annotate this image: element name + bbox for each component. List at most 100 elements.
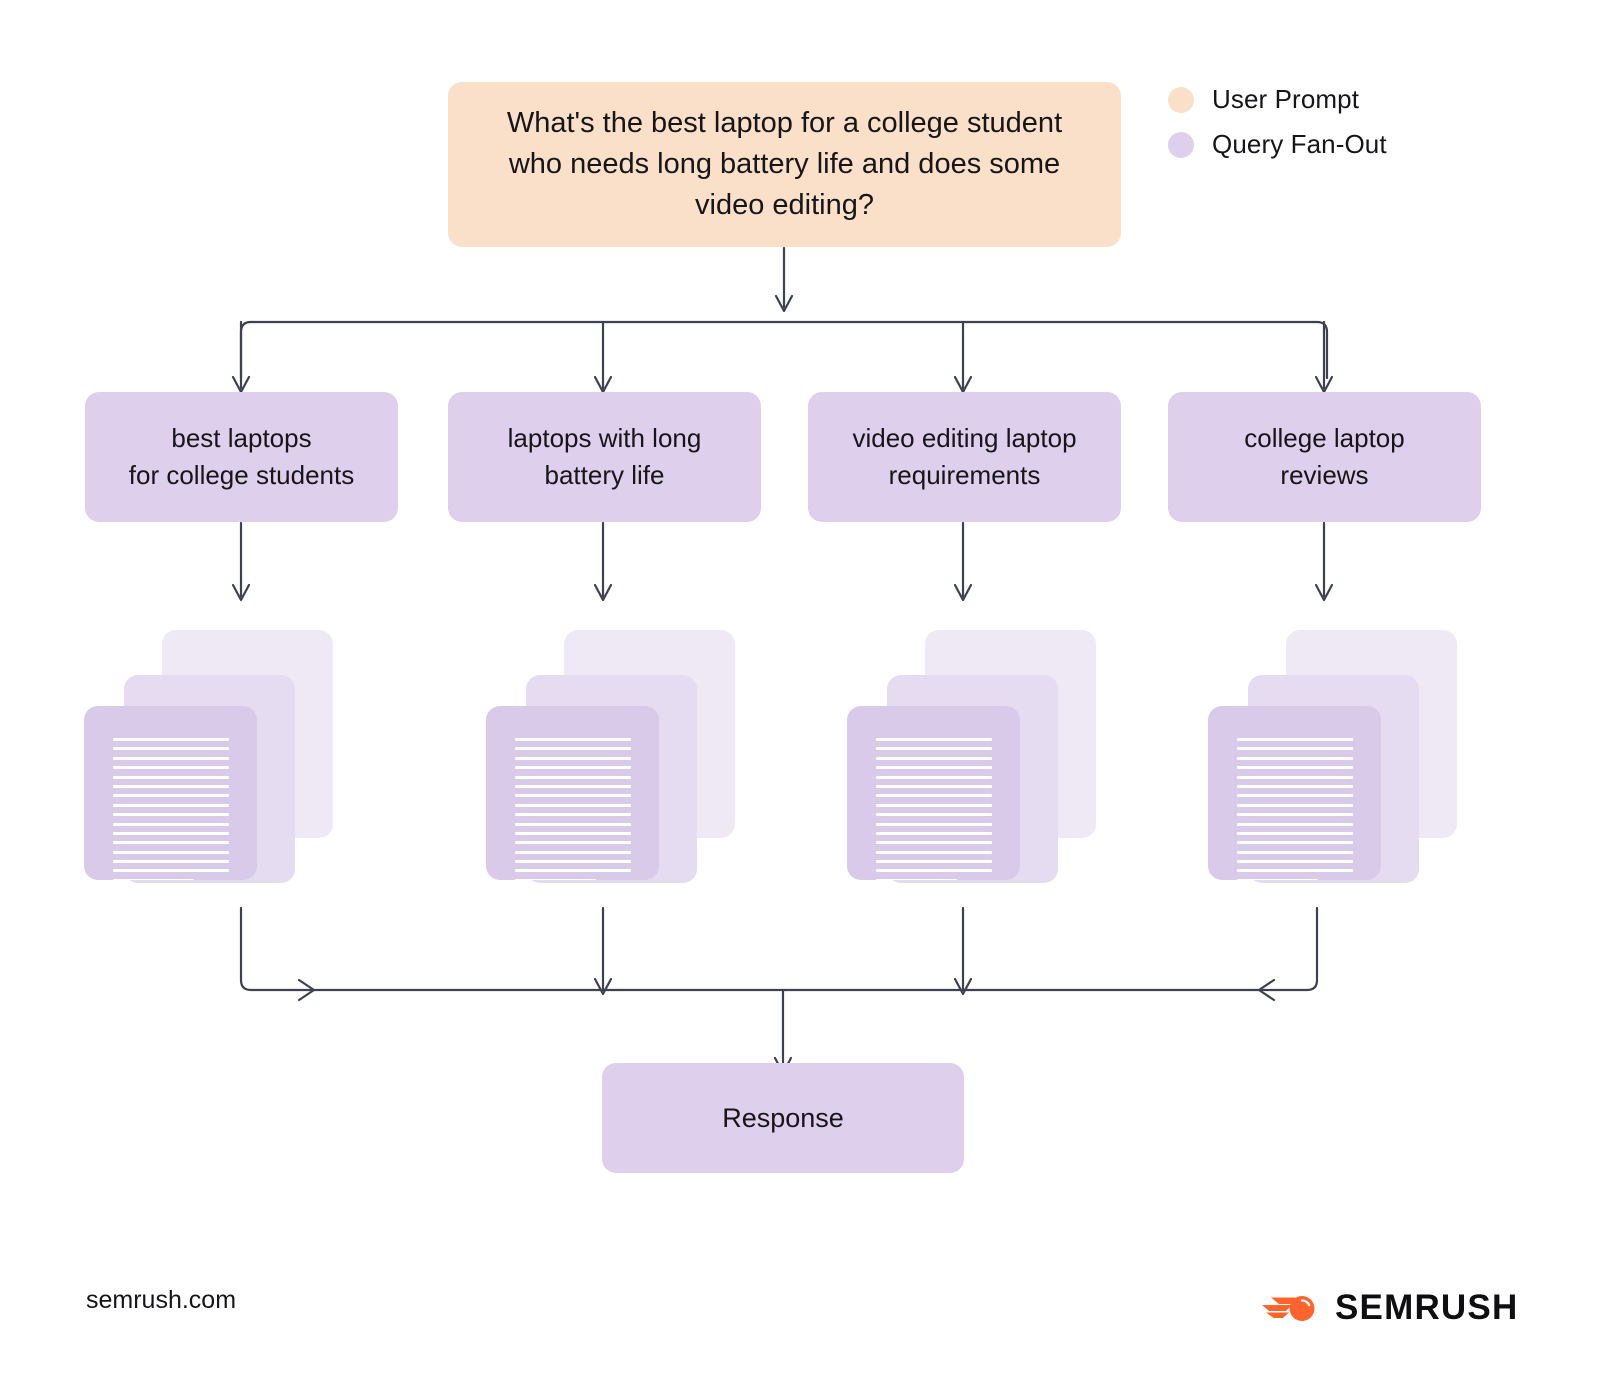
- document-text-line: [113, 784, 229, 788]
- query-node-label: video editing laptop requirements: [852, 423, 1077, 490]
- user-prompt-text: What's the best laptop for a college stu…: [506, 106, 1063, 222]
- document-text-line: [876, 766, 992, 770]
- document-card-front: [486, 706, 659, 880]
- document-stack-2: [845, 630, 1101, 886]
- arrowhead-query-1-to-docs: [593, 583, 613, 602]
- legend: User Prompt Query Fan-Out: [1168, 84, 1387, 160]
- legend-dot-icon: [1168, 131, 1194, 158]
- arrowhead-query-2-to-docs: [953, 583, 973, 602]
- fanout-bus: [239, 320, 1329, 380]
- document-text-line: [1237, 747, 1353, 751]
- document-text-line: [515, 766, 631, 770]
- document-text-line: [1237, 831, 1353, 835]
- document-text-line: [113, 775, 229, 779]
- document-text-line: [876, 803, 992, 807]
- legend-label: User Prompt: [1212, 84, 1360, 114]
- document-text-line: [876, 869, 992, 873]
- document-text-line: [113, 831, 229, 835]
- query-node-label: college laptop reviews: [1244, 423, 1405, 490]
- legend-item-user-prompt: User Prompt: [1168, 84, 1387, 115]
- document-text-line: [515, 747, 631, 751]
- document-text-line: [515, 860, 631, 864]
- arrowhead-merge-left: [297, 978, 316, 1002]
- document-text-line: [876, 841, 992, 845]
- document-text-line: [876, 813, 992, 817]
- document-text-line: [876, 878, 958, 880]
- arrowhead-docs-1-to-merge: [593, 977, 613, 996]
- document-text-line: [1237, 756, 1353, 760]
- query-node-label: laptops with long battery life: [507, 423, 702, 490]
- document-text-line: [1237, 775, 1353, 779]
- arrowhead-bus-to-query-2: [953, 375, 973, 394]
- document-text-line: [515, 822, 631, 826]
- arrowhead-query-3-to-docs: [1314, 583, 1334, 602]
- document-text-line: [113, 841, 229, 845]
- document-text-line: [113, 878, 195, 880]
- document-text-line: [113, 860, 229, 864]
- document-text-lines: [515, 738, 631, 880]
- legend-item-query-fan-out: Query Fan-Out: [1168, 129, 1387, 160]
- document-text-line: [876, 747, 992, 751]
- document-text-line: [113, 869, 229, 873]
- document-text-line: [515, 784, 631, 788]
- arrowhead-bus-to-query-0: [231, 375, 251, 394]
- document-text-line: [1237, 803, 1353, 807]
- document-text-line: [113, 850, 229, 854]
- semrush-wordmark: SEMRUSH: [1335, 1287, 1519, 1327]
- document-text-line: [1237, 850, 1353, 854]
- document-text-line: [515, 878, 597, 880]
- arrowhead-prompt-to-bus: [774, 294, 794, 313]
- document-text-line: [113, 756, 229, 760]
- document-text-line: [113, 803, 229, 807]
- document-text-line: [515, 850, 631, 854]
- document-text-line: [876, 784, 992, 788]
- document-text-line: [113, 794, 229, 798]
- document-text-line: [876, 860, 992, 864]
- arrowhead-docs-2-to-merge: [953, 977, 973, 996]
- query-node-label: best laptops for college students: [128, 423, 355, 490]
- query-node-1: laptops with long battery life: [448, 392, 761, 522]
- user-prompt-node: What's the best laptop for a college stu…: [448, 82, 1121, 247]
- document-text-lines: [1237, 738, 1353, 880]
- document-text-line: [1237, 878, 1319, 880]
- document-text-line: [876, 794, 992, 798]
- arrowhead-merge-right: [1257, 978, 1276, 1002]
- document-text-line: [515, 803, 631, 807]
- document-text-line: [515, 794, 631, 798]
- document-text-line: [1237, 860, 1353, 864]
- document-text-line: [876, 850, 992, 854]
- footer-url: semrush.com: [86, 1286, 237, 1314]
- document-text-line: [1237, 869, 1353, 873]
- document-text-line: [113, 766, 229, 770]
- response-node: Response: [602, 1063, 964, 1173]
- semrush-comet-icon: [1262, 1296, 1315, 1321]
- document-text-line: [515, 756, 631, 760]
- legend-dot-icon: [1168, 86, 1194, 113]
- document-text-lines: [876, 738, 992, 880]
- query-node-2: video editing laptop requirements: [808, 392, 1121, 522]
- document-stack-0: [82, 630, 338, 886]
- document-text-line: [876, 738, 992, 741]
- document-text-line: [1237, 841, 1353, 845]
- document-text-line: [876, 831, 992, 835]
- document-text-line: [1237, 738, 1353, 741]
- document-stack-1: [484, 630, 740, 886]
- query-node-3: college laptop reviews: [1168, 392, 1481, 522]
- document-text-line: [515, 841, 631, 845]
- document-text-lines: [113, 738, 229, 880]
- document-text-line: [113, 822, 229, 826]
- document-text-line: [1237, 822, 1353, 826]
- document-text-line: [876, 756, 992, 760]
- arrowhead-query-0-to-docs: [231, 583, 251, 602]
- document-text-line: [876, 822, 992, 826]
- document-card-front: [84, 706, 257, 880]
- query-node-0: best laptops for college students: [85, 392, 398, 522]
- document-text-line: [1237, 784, 1353, 788]
- document-text-line: [515, 775, 631, 779]
- merge-bus: [239, 906, 1319, 992]
- arrowhead-bus-to-query-3: [1314, 375, 1334, 394]
- semrush-logo: SEMRUSH: [1262, 1288, 1518, 1326]
- document-card-front: [847, 706, 1020, 880]
- document-text-line: [515, 831, 631, 835]
